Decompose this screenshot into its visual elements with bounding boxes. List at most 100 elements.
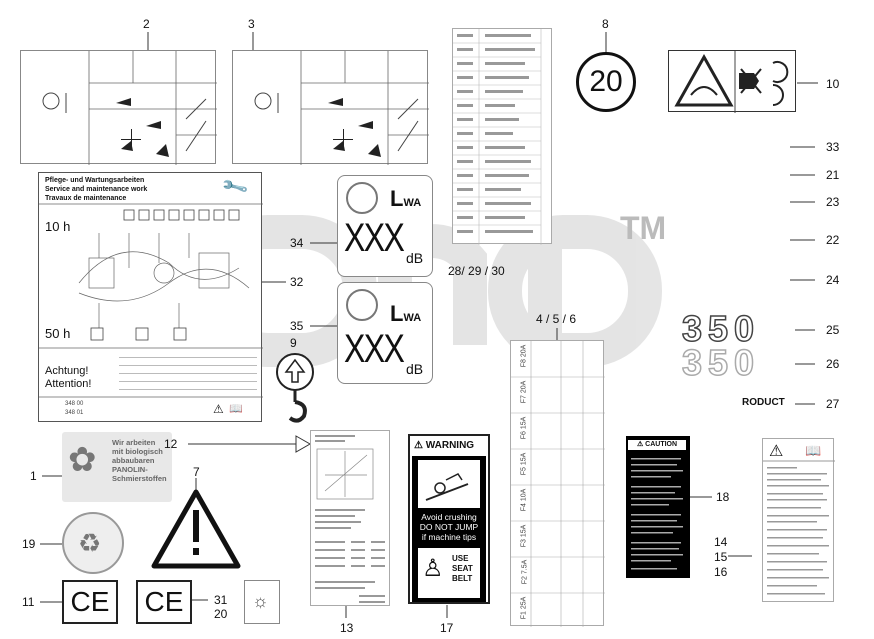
- service-title-de: Pflege- und Wartungsarbeiten: [45, 177, 145, 184]
- seatbelt-pictogram: ♙ USE SEAT BELT: [418, 548, 480, 598]
- bio-line-4: PANOLIN-: [112, 465, 148, 474]
- interval-10h: 10 h: [45, 219, 71, 234]
- bio-line-2: mit biologisch: [112, 447, 163, 456]
- noise-label-34: LWA XXX dB: [337, 175, 433, 277]
- bio-line-5: Schmierstoffen: [112, 474, 167, 483]
- noise-value: XXX: [344, 327, 405, 371]
- callout-18: 18: [716, 490, 730, 504]
- warning-fr: Attention!: [45, 378, 92, 390]
- rollover-warning-label-17: ⚠ WARNING Avoid crushing DO NOT JUMP if …: [408, 434, 490, 604]
- lwa-letter: L: [390, 186, 404, 211]
- callout-21: 21: [826, 168, 840, 182]
- part-number-1: 348 00: [65, 401, 84, 407]
- fuse-strip-4-5-6: F8 20A F7 20A F6 15A F5 15A F4 10A F3 15…: [510, 340, 605, 627]
- warning-notice-text: [119, 353, 257, 395]
- callout-4-5-6: 4 / 5 / 6: [536, 312, 577, 326]
- caution-text-lines: [631, 458, 683, 570]
- model-badge-25: 350: [681, 307, 761, 350]
- service-title-fr: Travaux de maintenance: [45, 195, 127, 202]
- bolt-icon: [346, 182, 378, 214]
- ce-decal-31: CE: [136, 580, 192, 624]
- manual-book-icon: 📖: [805, 443, 822, 458]
- warning-line-3: if machine tips: [421, 532, 477, 542]
- seatbelt-text: USE SEAT BELT: [452, 554, 473, 584]
- warning-de: Achtung!: [45, 365, 89, 377]
- warning-header: ⚠ WARNING: [414, 439, 486, 453]
- warning-header-text: WARNING: [425, 440, 475, 451]
- callout-10: 10: [826, 77, 840, 91]
- part-number-2: 348 01: [65, 410, 84, 416]
- seatbelt-line-3: BELT: [452, 574, 473, 583]
- callout-25: 25: [826, 323, 840, 337]
- callout-15: 15: [714, 550, 728, 564]
- callout-19: 19: [22, 537, 36, 551]
- callout-33: 33: [826, 140, 840, 154]
- product-label-27: RODUCT: [742, 397, 785, 408]
- callout-26: 26: [826, 357, 840, 371]
- fuse-list-28-29-30: [452, 28, 552, 245]
- rotating-parts-warning-10: [668, 50, 796, 113]
- instruction-label-14-15-16: ⚠ 📖: [762, 438, 835, 602]
- lwa-letter: L: [390, 301, 404, 326]
- callout-35: 35: [290, 319, 304, 333]
- noise-label-35: LWA XXX dB: [337, 282, 433, 384]
- interval-50h: 50 h: [45, 326, 71, 341]
- bio-sticker-text: Wir arbeiten mit biologisch abbaubaren P…: [112, 438, 167, 483]
- callout-28-29-30: 28/ 29 / 30: [448, 264, 505, 278]
- seatbelt-line-2: SEAT: [452, 564, 473, 573]
- noise-value: XXX: [344, 216, 405, 260]
- warning-triangle-icon: ⚠: [213, 402, 224, 416]
- decal-panel-2: [20, 50, 217, 165]
- callout-11: 11: [22, 595, 35, 609]
- callout-2: 2: [143, 17, 150, 31]
- flower-icon: ✿: [68, 441, 97, 479]
- hook-icon: [276, 353, 314, 423]
- round-decal-symbol-icon: ♻: [78, 528, 102, 558]
- instruction-sheet-content: [315, 435, 385, 603]
- fuse-list-rows: [453, 29, 542, 245]
- bolt-icon: [346, 289, 378, 321]
- warning-line-1: Avoid crushing: [421, 512, 477, 522]
- watermark-tm: TM: [620, 210, 667, 246]
- round-decal-19: ♻: [62, 512, 124, 574]
- lwa-label: LWA: [390, 301, 421, 327]
- lwa-subscript: WA: [403, 197, 422, 209]
- bio-line-1: Wir arbeiten: [112, 438, 156, 447]
- callout-20: 20: [214, 607, 228, 621]
- ce-mark: CE: [70, 586, 110, 617]
- tipping-tractor-pictogram: [418, 460, 480, 508]
- callout-32: 32: [290, 275, 304, 289]
- warning-triangle-icon: ⚠: [636, 441, 644, 448]
- decal-20: ☼: [244, 580, 280, 624]
- service-title-en: Service and maintenance work: [45, 186, 148, 193]
- fuse-strip-grid: [511, 341, 605, 627]
- bio-lubricant-sticker: ✿ Wir arbeiten mit biologisch abbaubaren…: [62, 432, 172, 502]
- lifting-point-decal: [268, 352, 322, 426]
- panel-3-drawing: [254, 51, 429, 165]
- callout-16: 16: [714, 565, 728, 579]
- callout-23: 23: [826, 195, 840, 209]
- callout-9: 9: [290, 336, 297, 350]
- callout-24: 24: [826, 273, 840, 287]
- speed-limit-decal: 20: [576, 52, 636, 112]
- seated-person-icon: ♙: [422, 555, 444, 582]
- callout-14: 14: [714, 535, 728, 549]
- caution-header: ⚠ CAUTION: [628, 440, 686, 450]
- caution-label-18: ⚠ CAUTION: [626, 436, 690, 578]
- instruction-sheet-13: [310, 430, 390, 606]
- tipping-tractor-drawing: [425, 473, 469, 501]
- warning-triangle-icon: ⚠: [769, 443, 784, 460]
- ce-decal-11: CE: [62, 580, 118, 624]
- callout-8: 8: [602, 17, 609, 31]
- service-schematic: [39, 203, 263, 398]
- burning-hand-icon: ☼: [252, 591, 269, 611]
- callout-7: 7: [193, 465, 200, 479]
- callout-34: 34: [290, 236, 304, 250]
- model-badge-26: 350: [681, 341, 761, 384]
